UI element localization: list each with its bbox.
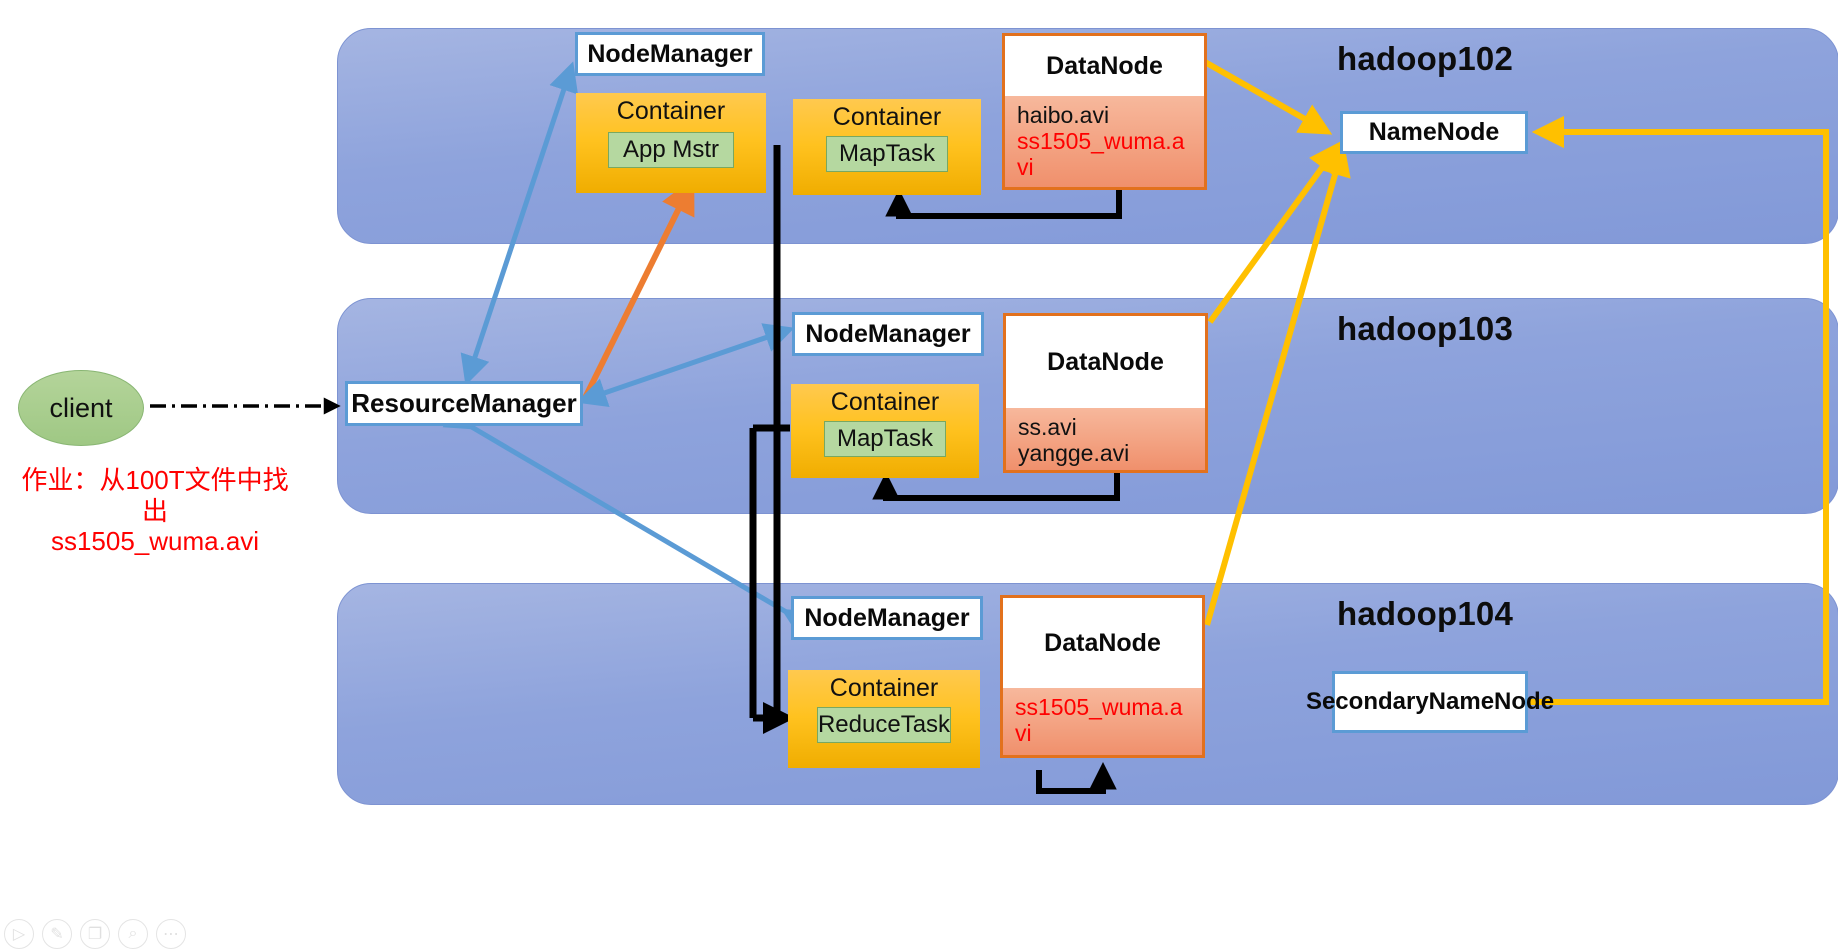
container-maptask-hadoop102[interactable]: Container MapTask [793, 99, 981, 195]
container-reducetask-hadoop104[interactable]: Container ReduceTask [788, 670, 980, 768]
container-title: Container [832, 103, 942, 131]
node-secondarynamenode[interactable]: SecondaryNameNode [1306, 671, 1554, 733]
datanode-file: yangge.avi [1018, 439, 1130, 466]
task-maptask[interactable]: MapTask [824, 421, 946, 457]
bottom-toolbar[interactable]: ▷ ✎ ❐ ⌕ ⋯ [4, 919, 186, 949]
host-label-hadoop102: hadoop102 [1337, 40, 1514, 77]
datanode-file-list: ss1505_wuma.avi [1003, 688, 1202, 755]
datanode-title: DataNode [1006, 316, 1205, 408]
job-description-line: ss1505_wuma.avi [50, 526, 260, 557]
job-description: 作业：从100T文件中找出 ss1505_wuma.avi [10, 465, 300, 557]
node-nodemanager-hadoop104[interactable]: NodeManager [791, 596, 983, 640]
datanode-file: ss1505_wuma.avi [1017, 127, 1185, 180]
datanode-title: DataNode [1005, 36, 1204, 96]
task-app-mstr[interactable]: App Mstr [608, 132, 734, 168]
container-title: Container [830, 388, 940, 416]
datanode-title: DataNode [1003, 598, 1202, 688]
shapes-icon[interactable]: ❐ [80, 919, 110, 949]
datanode-file-list: haibo.avi ss1505_wuma.avi [1005, 96, 1204, 187]
host-label-hadoop104: hadoop104 [1337, 595, 1514, 632]
client-node[interactable]: client [18, 370, 144, 446]
container-title: Container [616, 97, 726, 125]
node-datanode-hadoop103[interactable]: DataNode ss.avi yangge.avi [1003, 313, 1208, 473]
task-maptask[interactable]: MapTask [826, 136, 948, 172]
container-title: Container [829, 674, 939, 702]
datanode-file: haibo.avi [1017, 102, 1110, 128]
host-label-hadoop103: hadoop103 [1337, 310, 1514, 347]
job-description-line: 作业：从100T文件中找出 [21, 465, 289, 526]
pen-icon[interactable]: ✎ [42, 919, 72, 949]
zoom-icon[interactable]: ⌕ [118, 919, 148, 949]
container-maptask-hadoop103[interactable]: Container MapTask [791, 384, 979, 478]
node-nodemanager-hadoop103[interactable]: NodeManager [792, 312, 984, 356]
node-datanode-hadoop104[interactable]: DataNode ss1505_wuma.avi [1000, 595, 1205, 758]
node-namenode[interactable]: NameNode [1340, 111, 1528, 154]
datanode-file: ss.avi [1018, 414, 1077, 440]
node-resourcemanager[interactable]: ResourceManager [345, 381, 583, 426]
more-icon[interactable]: ⋯ [156, 919, 186, 949]
datanode-file-list: ss.avi yangge.avi [1006, 408, 1205, 470]
node-nodemanager-hadoop102[interactable]: NodeManager [575, 32, 765, 76]
task-reducetask[interactable]: ReduceTask [817, 707, 951, 743]
play-icon[interactable]: ▷ [4, 919, 34, 949]
node-datanode-hadoop102[interactable]: DataNode haibo.avi ss1505_wuma.avi [1002, 33, 1207, 190]
container-appmstr-hadoop102[interactable]: Container App Mstr [576, 93, 766, 193]
datanode-file: ss1505_wuma.avi [1015, 694, 1183, 746]
